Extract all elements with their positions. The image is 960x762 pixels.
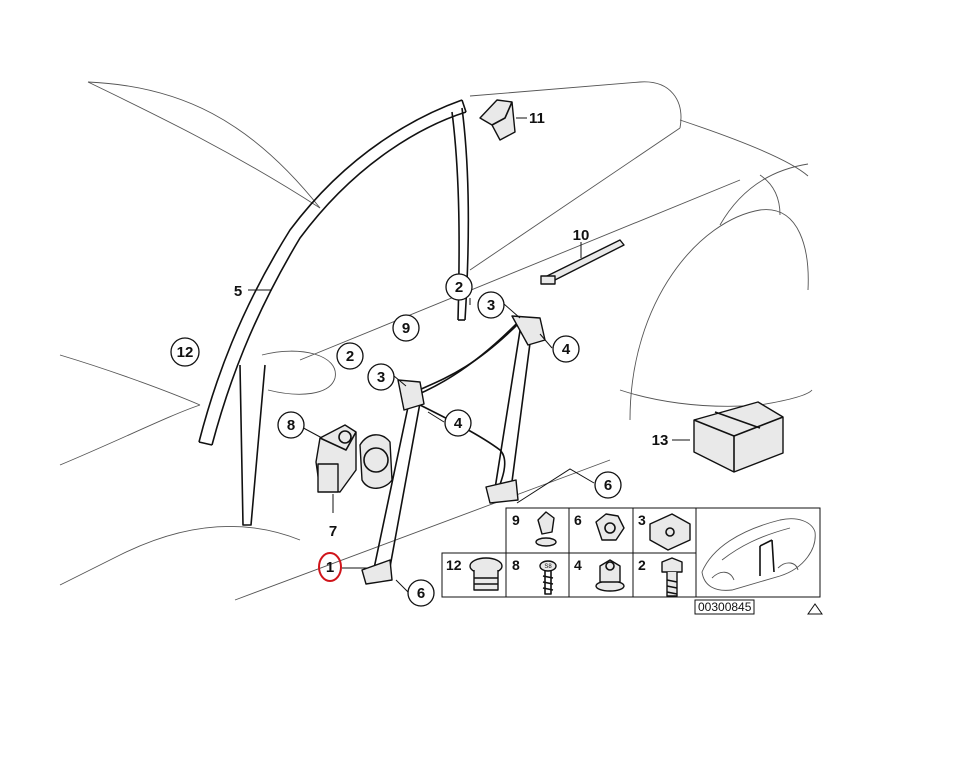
callout-6b[interactable]: 6 xyxy=(407,579,435,607)
callout-9[interactable]: 9 xyxy=(392,314,420,342)
callout-3b[interactable]: 3 xyxy=(367,363,395,391)
callout-4b[interactable]: 4 xyxy=(444,409,472,437)
window-regulator[interactable] xyxy=(359,315,546,585)
callout-6a[interactable]: 6 xyxy=(594,471,622,499)
cable-tie[interactable] xyxy=(540,239,625,285)
car-body-outline xyxy=(59,81,813,601)
grid-label-3: 3 xyxy=(638,512,646,528)
label-5[interactable]: 5 xyxy=(234,283,242,300)
callout-1-highlighted[interactable]: 1 xyxy=(318,552,342,582)
callout-12[interactable]: 12 xyxy=(170,337,200,367)
callout-2a[interactable]: 2 xyxy=(445,273,473,301)
reference-number-box: 00300845 xyxy=(694,599,755,615)
reference-number: 00300845 xyxy=(698,600,752,614)
svg-text:9: 9 xyxy=(402,320,410,337)
svg-text:2: 2 xyxy=(346,348,354,365)
bolt-icon xyxy=(661,557,683,597)
clip-nut-icon xyxy=(649,513,691,551)
repair-kit-box[interactable] xyxy=(693,401,784,473)
callout-8[interactable]: 8 xyxy=(277,411,305,439)
callout-3a[interactable]: 3 xyxy=(477,291,505,319)
callout-2b[interactable]: 2 xyxy=(336,342,364,370)
triangle-icon xyxy=(807,603,823,615)
label-11[interactable]: 11 xyxy=(529,110,545,127)
flange-nut-icon xyxy=(595,559,625,592)
grid-label-4: 4 xyxy=(574,557,582,573)
clip-icon xyxy=(535,511,557,547)
label-7[interactable]: 7 xyxy=(329,523,337,540)
window-frame-seal[interactable] xyxy=(198,99,470,526)
svg-text:3: 3 xyxy=(377,369,385,386)
leader-lines xyxy=(248,117,690,593)
svg-text:3: 3 xyxy=(487,297,495,314)
hex-nut-icon xyxy=(595,513,625,541)
grid-label-9: 9 xyxy=(512,512,520,528)
grid-label-2: 2 xyxy=(638,557,646,573)
svg-text:2: 2 xyxy=(455,279,463,296)
svg-text:6: 6 xyxy=(604,477,612,494)
callout-4a[interactable]: 4 xyxy=(552,335,580,363)
car-thumbnail xyxy=(701,518,816,591)
parts-grid: 9 6 3 12 8 4 2 xyxy=(441,507,821,598)
label-13[interactable]: 13 xyxy=(652,432,669,449)
svg-text:1: 1 xyxy=(326,559,334,576)
grid-label-6: 6 xyxy=(574,512,582,528)
svg-text:6: 6 xyxy=(417,585,425,602)
screw-icon: S8 xyxy=(539,560,557,595)
corner-bracket[interactable] xyxy=(479,99,516,141)
plug-icon xyxy=(469,557,503,591)
svg-text:4: 4 xyxy=(562,341,571,358)
screw-marking: S8 xyxy=(544,564,552,570)
grid-label-12: 12 xyxy=(446,557,462,573)
svg-text:12: 12 xyxy=(177,344,194,361)
svg-text:4: 4 xyxy=(454,415,463,432)
label-10[interactable]: 10 xyxy=(573,227,590,244)
window-motor[interactable] xyxy=(315,424,357,493)
grid-label-8: 8 xyxy=(512,557,520,573)
svg-text:8: 8 xyxy=(287,417,295,434)
